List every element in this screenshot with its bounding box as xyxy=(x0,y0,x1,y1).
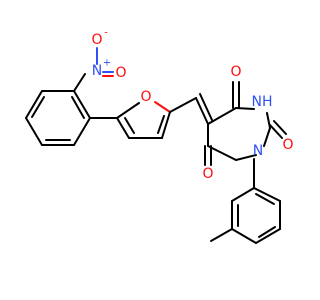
bond-double-inner xyxy=(157,115,165,134)
nitro-n-charge: + xyxy=(103,58,111,69)
bond xyxy=(231,187,255,202)
bond-double-inner xyxy=(71,96,85,119)
nh-label: NH xyxy=(252,94,273,110)
bond-double xyxy=(199,93,213,121)
bond-c-o-double xyxy=(269,124,283,139)
structure-drawing: N + O - O O NH N O xyxy=(25,28,294,244)
bond-double-inner xyxy=(255,193,275,205)
n-ring-label: N xyxy=(253,143,263,159)
bond-double-inner xyxy=(31,96,45,118)
bond xyxy=(253,187,281,202)
pyrimidinetrione-ring: NH N xyxy=(207,94,273,161)
bond xyxy=(154,101,171,113)
bond xyxy=(73,117,91,146)
bond-c-n xyxy=(73,73,86,92)
bond xyxy=(231,228,257,244)
bond-double-inner xyxy=(124,117,135,134)
bond xyxy=(169,97,197,113)
bond-double-inner xyxy=(258,226,276,238)
nitro-n-label: N xyxy=(92,63,102,79)
methylidene-linker xyxy=(169,93,213,125)
bond xyxy=(25,90,43,119)
bond xyxy=(207,145,237,161)
bond-methyl xyxy=(210,228,233,242)
tolyl-ring xyxy=(210,158,281,244)
bond xyxy=(161,111,171,139)
nitro-o-top-label: O xyxy=(91,32,102,48)
bond xyxy=(25,117,43,146)
carbonyl-o-top-label: O xyxy=(230,64,241,80)
bond-double xyxy=(195,97,209,125)
bond xyxy=(207,107,237,125)
carbonyl-o-bottom-label: O xyxy=(202,166,213,182)
carbonyl-o-right-label: O xyxy=(282,137,293,153)
bond xyxy=(116,117,130,139)
furan-ring: O xyxy=(116,89,171,139)
nitro-group: N + O - O xyxy=(73,28,127,92)
bond xyxy=(263,127,271,147)
carbonyl-groups: O O O xyxy=(202,64,293,182)
furan-o-label: O xyxy=(140,89,151,105)
nitro-o-top-charge: - xyxy=(104,28,108,39)
bond xyxy=(255,228,281,244)
bond xyxy=(235,154,257,161)
bond xyxy=(116,102,140,119)
nitrophenyl-ring xyxy=(25,90,91,146)
molecule-canvas: N + O - O O NH N O xyxy=(25,27,294,244)
bond-c-o-double xyxy=(273,120,287,135)
nitro-o-right-label: O xyxy=(115,65,126,81)
bond xyxy=(73,90,91,119)
